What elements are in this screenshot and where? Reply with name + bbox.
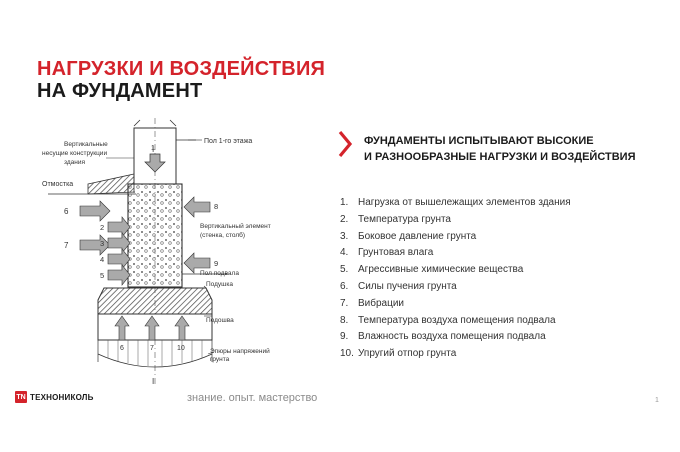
arrow-6b	[114, 315, 130, 341]
item-number: 10.	[340, 348, 354, 360]
label-vertical-3: здания	[64, 159, 85, 166]
list-item: 3. Боковое давление грунта	[340, 229, 571, 246]
list-item: 2. Температура грунта	[340, 212, 571, 229]
arrow-1	[144, 153, 166, 173]
arrow-5	[107, 264, 131, 286]
diagram-num-6b: 6	[120, 345, 124, 352]
arrow-8	[183, 196, 211, 218]
item-number: 7.	[340, 297, 349, 309]
diagram-num-9: 9	[214, 259, 218, 268]
diagram-num-2: 2	[100, 223, 104, 232]
diagram-num-8: 8	[214, 202, 218, 211]
arrow-7b	[144, 315, 160, 341]
item-number: 1.	[340, 197, 349, 208]
foundation-diagram: I 1 6 7 2 3 4 5 8 9 6 7 10 I Пол	[42, 118, 271, 386]
diagram-num-10: 10	[177, 345, 185, 352]
label-basement-floor: Пол подвала	[200, 270, 239, 277]
item-number: 2.	[340, 213, 349, 225]
item-text: Температура воздуха помещения подвала	[358, 314, 556, 326]
diagram-num-7a: 7	[64, 241, 69, 250]
title-line-1: НАГРУЗКИ И ВОЗДЕЙСТВИЯ	[37, 58, 326, 80]
arrow-4	[107, 248, 131, 270]
list-item: 6. Силы пучения грунта	[340, 279, 571, 296]
item-number: 5.	[340, 264, 349, 276]
item-text: Вибрации	[358, 297, 405, 309]
label-vertical-1: Вертикальные	[64, 141, 108, 148]
arrow-9	[183, 252, 211, 274]
diagram-num-5: 5	[100, 271, 104, 280]
label-epure-2: грунта	[210, 356, 230, 363]
slide-title: НАГРУЗКИ И ВОЗДЕЙСТВИЯ НА ФУНДАМЕНТ	[37, 58, 325, 102]
arrow-3	[107, 232, 131, 254]
item-number: 4.	[340, 247, 349, 259]
item-number: 9.	[340, 331, 349, 343]
arrow-2	[107, 216, 131, 238]
item-text: Влажность воздуха помещения подвала	[358, 331, 546, 343]
axis-top-label: I	[152, 145, 154, 154]
logo-text: ТЕХНОНИКОЛЬ	[30, 392, 94, 402]
item-text: Боковое давление грунта	[358, 230, 477, 242]
brand-logo: TN ТЕХНОНИКОЛЬ	[15, 391, 94, 403]
item-number: 6.	[340, 280, 349, 292]
headline-line-2: И РАЗНООБРАЗНЫЕ НАГРУЗКИ И ВОЗДЕЙСТВИЯ	[364, 151, 636, 163]
diagram-num-7b: 7	[150, 345, 154, 352]
label-podoshva: Подошва	[206, 317, 234, 324]
logo-mark-icon: TN	[15, 391, 27, 403]
label-epure-1: Эпюры напряжений	[210, 347, 270, 355]
label-element-2: (стенка, столб)	[200, 231, 245, 239]
diagram-num-1: 1	[151, 145, 155, 152]
list-item: 1. Нагрузка от вышележащих элементов здан…	[340, 195, 571, 212]
arrow-10	[174, 315, 190, 341]
list-item: 10. Упругий отпор грунта	[340, 346, 571, 363]
item-text: Упругий отпор грунта	[358, 348, 457, 360]
chevron-right-icon	[338, 130, 353, 158]
item-text: Агрессивные химические вещества	[358, 264, 524, 276]
arrow-7	[79, 234, 111, 256]
headline-line-1: ФУНДАМЕНТЫ ИСПЫТЫВАЮТ ВЫСОКИЕ	[364, 135, 594, 147]
list-item: 4. Грунтовая влага	[340, 245, 571, 262]
list-item: 7. Вибрации	[340, 296, 571, 313]
item-text: Силы пучения грунта	[358, 280, 457, 292]
item-number: 3.	[340, 230, 349, 242]
label-element-1: Вертикальный элемент	[200, 222, 271, 230]
loads-list: 1. Нагрузка от вышележащих элементов здан…	[340, 195, 571, 363]
list-item: 9. Влажность воздуха помещения подвала	[340, 329, 571, 346]
label-vertical-2: несущие конструкции	[42, 150, 107, 157]
diagram-num-4: 4	[100, 255, 104, 264]
list-item: 8. Температура воздуха помещения подвала	[340, 313, 571, 330]
headline: ФУНДАМЕНТЫ ИСПЫТЫВАЮТ ВЫСОКИЕ И РАЗНООБР…	[364, 133, 664, 165]
list-item: 5. Агрессивные химические вещества	[340, 262, 571, 279]
arrow-6	[79, 200, 111, 222]
slogan: знание. опыт. мастерство	[187, 392, 318, 404]
item-number: 8.	[340, 314, 349, 326]
item-text: Нагрузка от вышележащих элементов здания	[358, 197, 571, 208]
page-number: 1	[655, 397, 659, 404]
label-floor-1: Пол 1-го этажа	[204, 138, 252, 145]
diagram-num-3: 3	[100, 239, 104, 248]
label-podushka: Подушка	[206, 281, 233, 288]
item-text: Грунтовая влага	[358, 247, 434, 259]
item-text: Температура грунта	[358, 213, 451, 225]
title-line-2: НА ФУНДАМЕНТ	[37, 80, 203, 102]
label-otmostka: Отмостка	[42, 181, 73, 188]
diagram-num-6a: 6	[64, 207, 69, 216]
axis-bottom-label: I	[152, 377, 154, 386]
